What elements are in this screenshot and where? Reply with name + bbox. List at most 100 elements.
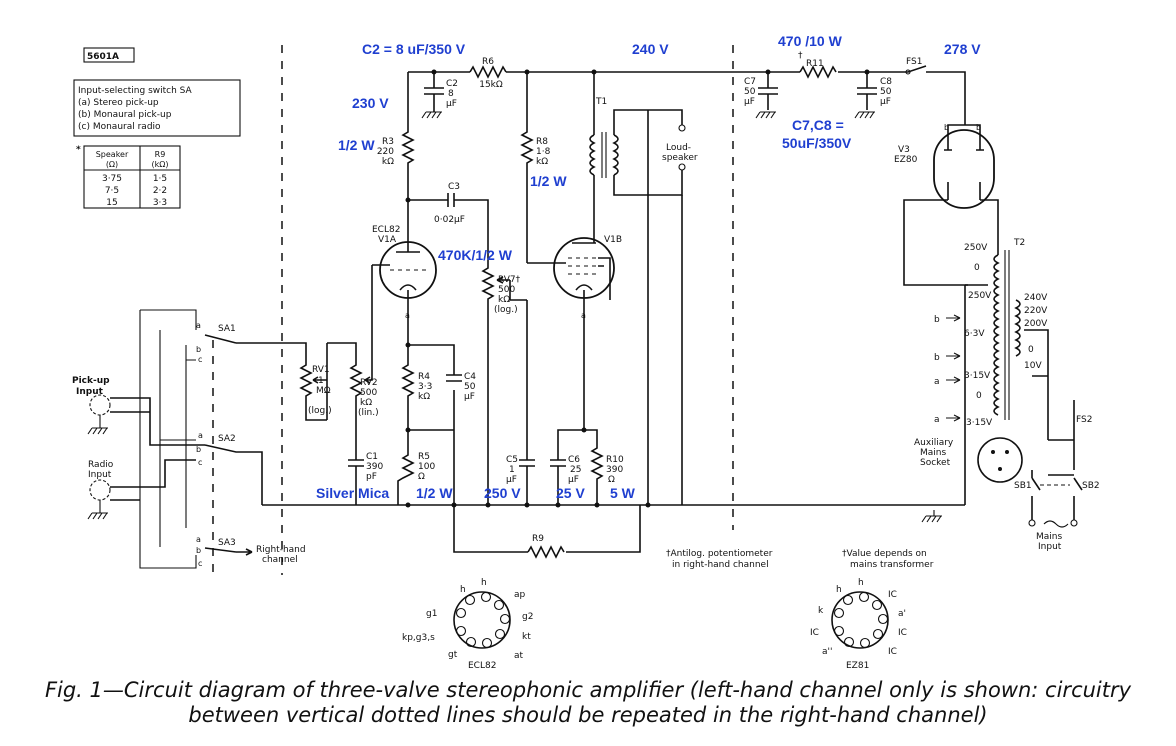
- ecl82-name: ECL82: [468, 661, 496, 670]
- v3-label: V3: [898, 145, 910, 155]
- r8-resistor: [520, 72, 534, 263]
- annotation-c7c8: C7,C8 =: [792, 117, 844, 133]
- speaker-table-header: R9: [155, 150, 166, 159]
- svg-text:200V: 200V: [1024, 319, 1048, 329]
- svg-text:(log.): (log.): [494, 305, 518, 315]
- c2-capacitor: [424, 72, 444, 108]
- svg-text:Ω: Ω: [418, 472, 425, 482]
- ground-letter: b: [934, 353, 940, 363]
- radio-input-label: Radio: [88, 460, 114, 470]
- radio-input-socket[interactable]: [89, 479, 111, 501]
- r11-resistor: [799, 65, 837, 79]
- r6-value: 15kΩ: [479, 80, 503, 90]
- svg-text:IC: IC: [888, 647, 897, 657]
- svg-text:a: a: [196, 321, 201, 330]
- c7-label: C7: [744, 77, 756, 87]
- svg-text:a': a': [898, 609, 906, 619]
- speaker-table-cell: 2·2: [153, 186, 167, 196]
- svg-text:1: 1: [318, 376, 324, 386]
- svg-text:500: 500: [360, 388, 377, 398]
- svg-text:h: h: [836, 585, 842, 595]
- r10-label: R10: [606, 455, 624, 465]
- pickup-input-socket[interactable]: [89, 394, 111, 416]
- schematic: 5601A Input-selecting switch SA (a) Ster…: [72, 33, 1100, 671]
- annotation-r3-watt: 1/2 W: [338, 137, 375, 153]
- r4-label: R4: [418, 372, 430, 382]
- svg-text:µF: µF: [506, 475, 517, 485]
- svg-text:h: h: [858, 578, 864, 588]
- value-depends-note: †Value depends on: [842, 549, 927, 559]
- sa2-label: SA2: [218, 434, 236, 444]
- sa1-label: SA1: [218, 324, 236, 334]
- svg-text:µF: µF: [464, 392, 475, 402]
- c8-label: C8: [880, 77, 892, 87]
- svg-text:6·3V: 6·3V: [964, 329, 985, 339]
- annotation-240v: 240 V: [632, 41, 669, 57]
- ground-letter: a: [934, 377, 940, 387]
- svg-text:kΩ: kΩ: [536, 157, 548, 167]
- sb2-label: SB2: [1082, 481, 1100, 491]
- annotation-r11: 470 /10 W: [778, 33, 843, 49]
- c3-capacitor: [408, 193, 489, 255]
- svg-text:g2: g2: [522, 612, 533, 622]
- right-hand-channel-label: Right-hand: [256, 545, 306, 555]
- svg-text:50: 50: [464, 382, 476, 392]
- speaker-table-header: (Ω): [106, 160, 118, 169]
- figure-id-box: [83, 47, 135, 63]
- c8-capacitor: [857, 72, 877, 110]
- figure-caption-line2: between vertical dotted lines should be …: [188, 703, 988, 727]
- c2-label: C2: [446, 79, 458, 89]
- speaker-table-cell: 1·5: [153, 174, 167, 184]
- switch-legend-item: (b) Monaural pick-up: [78, 110, 172, 120]
- ez81-name: EZ81: [846, 661, 869, 670]
- switch-legend-box: [73, 79, 241, 137]
- sb1-label: SB1: [1014, 481, 1032, 491]
- svg-text:a'': a'': [822, 647, 832, 657]
- svg-text:IC: IC: [898, 628, 907, 638]
- ground-letter: b: [934, 315, 940, 325]
- svg-text:kΩ: kΩ: [382, 157, 394, 167]
- annotation-c7c8-value: 50uF/350V: [782, 135, 852, 151]
- rv1-potentiometer: [236, 342, 327, 421]
- svg-text:Input: Input: [76, 387, 104, 397]
- t2-primary: [1014, 299, 1021, 357]
- svg-text:c: c: [198, 458, 202, 467]
- svg-text:0: 0: [974, 263, 980, 273]
- svg-text:0: 0: [1028, 345, 1034, 355]
- auxiliary-mains-socket[interactable]: [977, 437, 1023, 483]
- svg-text:50: 50: [880, 87, 892, 97]
- c1-label: C1: [366, 452, 378, 462]
- svg-text:V1A: V1A: [378, 235, 397, 245]
- mains-terminal: [1028, 519, 1036, 527]
- c3-label: C3: [448, 182, 460, 192]
- svg-text:Socket: Socket: [920, 458, 951, 468]
- svg-text:a: a: [198, 431, 203, 440]
- loudspeaker-label: Loud-: [666, 143, 691, 153]
- c4-label: C4: [464, 372, 476, 382]
- fs1-label: FS1: [906, 57, 922, 67]
- t1-primary: [589, 134, 596, 176]
- svg-text:390: 390: [366, 462, 383, 472]
- rv2-label: RV2: [360, 378, 378, 388]
- svg-text:b: b: [196, 546, 201, 555]
- r3-label: R3: [382, 137, 394, 147]
- svg-text:b: b: [944, 123, 949, 132]
- svg-text:at: at: [514, 651, 524, 661]
- c5-capacitor: [519, 300, 535, 505]
- mains-terminal: [1070, 519, 1078, 527]
- annotation-278v: 278 V: [944, 41, 981, 57]
- svg-text:220V: 220V: [1024, 306, 1048, 316]
- r5-label: R5: [418, 452, 430, 462]
- r10-resistor: [584, 429, 604, 505]
- rv1-label: RV1: [312, 365, 330, 375]
- switch-legend-item: (c) Monaural radio: [78, 122, 161, 132]
- c7-capacitor: [758, 72, 778, 110]
- svg-text:µF: µF: [446, 99, 457, 109]
- v3-rectifier-valve: [933, 129, 995, 209]
- svg-text:a: a: [405, 311, 410, 320]
- ground-symbol: [421, 111, 442, 119]
- svg-text:500: 500: [498, 285, 515, 295]
- speaker-table-cell: 15: [106, 198, 117, 208]
- svg-text:MΩ: MΩ: [316, 386, 331, 396]
